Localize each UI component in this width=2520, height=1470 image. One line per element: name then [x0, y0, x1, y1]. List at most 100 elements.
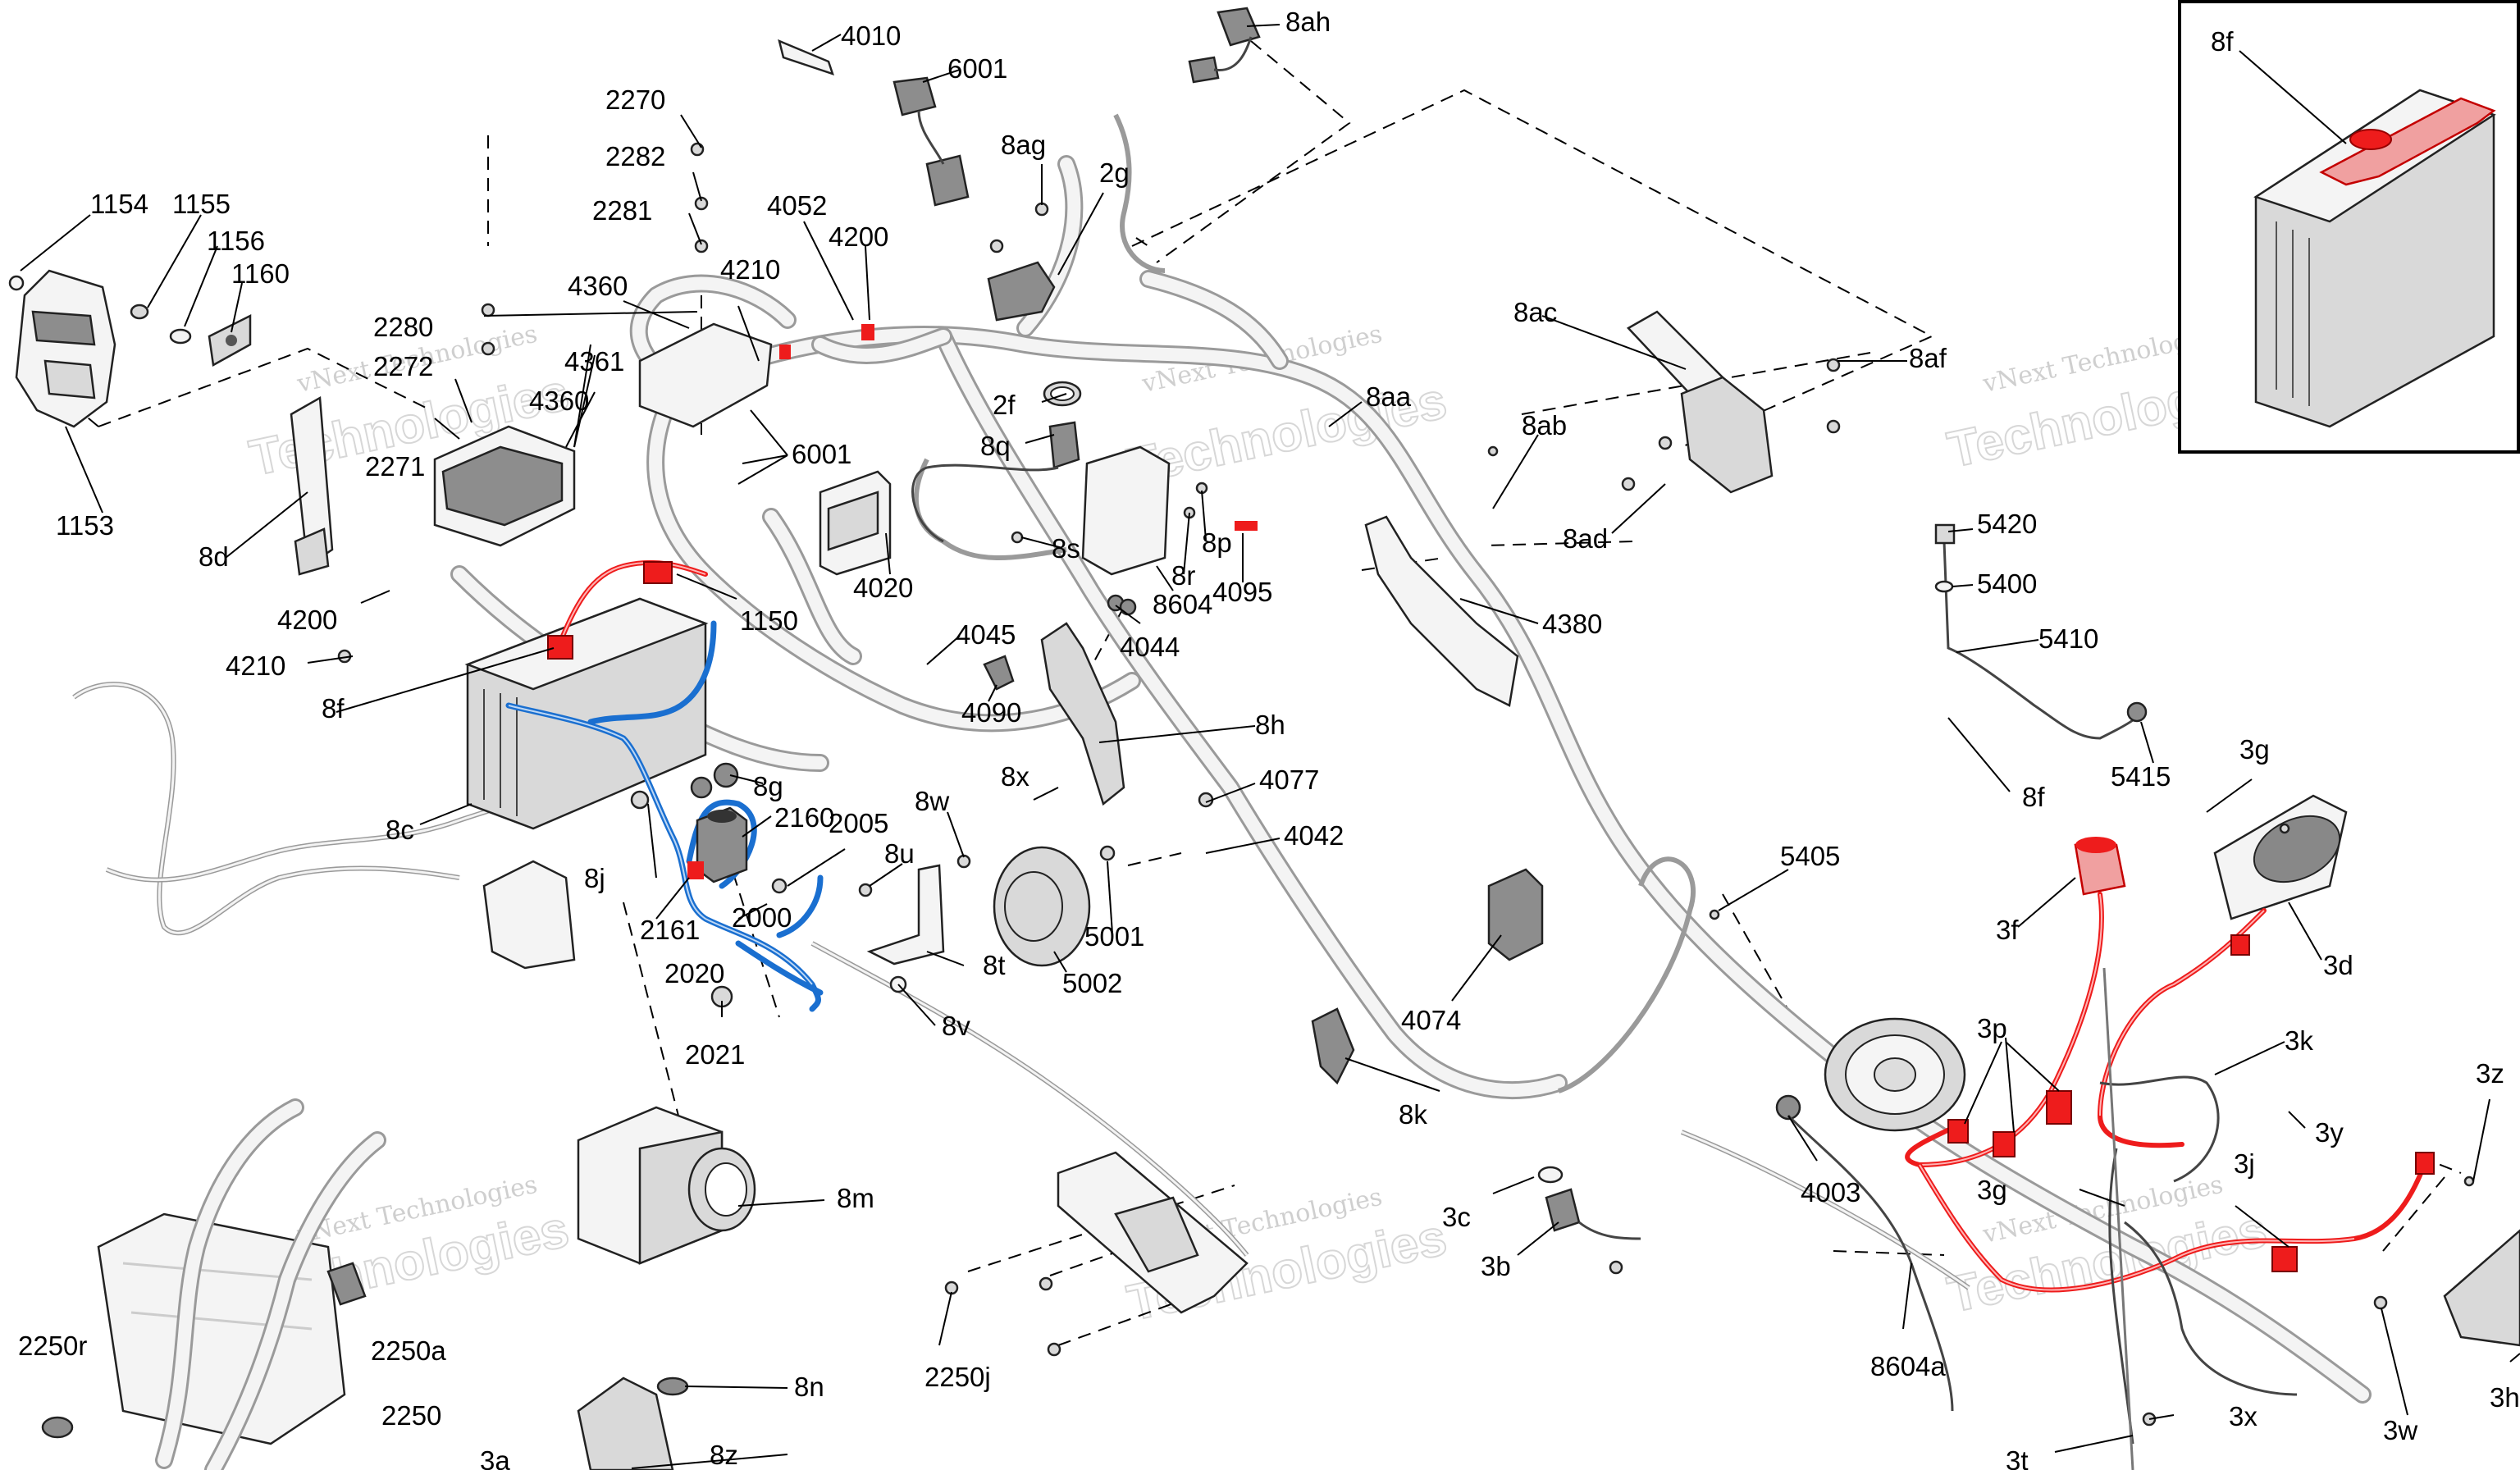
callout-label: 4210 — [720, 254, 780, 285]
callout-label: 8g — [753, 771, 783, 801]
part-8ag-sensor — [987, 261, 1056, 322]
callout-label: 4360 — [568, 271, 628, 301]
callout-label: 2160 — [774, 802, 834, 833]
callout-label: 8j — [584, 863, 605, 893]
callout-labels: 1154 1155 1156 1160 1153 8d 4200 4210 8f… — [18, 7, 2520, 1470]
callout-label: 5001 — [1084, 921, 1144, 952]
callout-label: 5410 — [2038, 623, 2098, 654]
callout-label: 5415 — [2111, 761, 2171, 792]
inset-8f-battery-bracket: 8f — [2178, 0, 2520, 454]
part-5400-sensor — [1934, 523, 2148, 740]
callout-label: 6001 — [947, 53, 1007, 84]
callout-label: 8af — [1909, 343, 1947, 373]
part-8u-bracket — [866, 864, 945, 966]
callout-label: 8f — [2022, 782, 2045, 812]
callout-label: 8ad — [1563, 523, 1608, 554]
callout-label: 3c — [1442, 1202, 1471, 1232]
part-1153-bracket — [15, 269, 116, 428]
callout-label: 3f — [1996, 915, 2019, 945]
callout-label: 2272 — [373, 351, 433, 381]
part-3c-speaker — [1775, 1017, 1966, 1132]
thin-harness-wires — [72, 113, 1970, 1290]
callout-label: 8n — [794, 1372, 824, 1402]
part-8p-ecu — [1081, 445, 1171, 576]
callout-label: 1154 — [90, 189, 148, 219]
callout-label: 1156 — [207, 226, 265, 256]
callout-label: 8c — [386, 815, 414, 845]
callout-label: 8m — [837, 1183, 874, 1213]
callout-label: 4074 — [1401, 1005, 1461, 1035]
callout-label: 2250j — [924, 1362, 991, 1392]
callout-label: 8h — [1255, 710, 1285, 740]
callout-label: 3g — [1977, 1175, 2007, 1205]
callout-label: 3d — [2323, 950, 2353, 980]
callout-label: 3p — [1977, 1013, 2007, 1043]
part-4010-connector — [892, 76, 970, 207]
callout-label: 2270 — [605, 84, 665, 115]
callout-label: 1160 — [231, 258, 290, 289]
callout-label: 8u — [884, 838, 915, 869]
part-8aa-motor — [1627, 310, 1774, 494]
callout-label: 5400 — [1977, 568, 2037, 599]
part-8n-bracket — [577, 1376, 689, 1470]
callout-label: 8w — [915, 786, 949, 816]
part-4090-bracket — [1040, 622, 1125, 806]
part-8ad-bracket — [1364, 515, 1519, 707]
callout-label: 8t — [983, 950, 1006, 980]
callout-label: 8d — [199, 541, 229, 572]
callout-label: 1150 — [740, 605, 798, 636]
callout-label: 4003 — [1801, 1177, 1860, 1208]
callout-label: 8f — [2211, 26, 2234, 57]
red-battery-cables — [547, 324, 1258, 660]
callout-label: 8q — [980, 431, 1011, 461]
callout-label: 3h — [2490, 1382, 2520, 1413]
part-3w-lamp — [2443, 1229, 2520, 1347]
callout-label: 3b — [1481, 1251, 1511, 1281]
part-4020-bracket — [778, 39, 834, 75]
callout-label: 5420 — [1977, 509, 2037, 539]
callout-label: 8604 — [1153, 589, 1212, 619]
callout-label: 3g — [2239, 734, 2270, 765]
callout-label: 5405 — [1780, 841, 1840, 871]
callout-label: 3t — [2006, 1445, 2029, 1470]
callout-label: 5002 — [1062, 968, 1122, 998]
part-left-junction — [482, 860, 576, 970]
callout-label: 4010 — [841, 21, 901, 51]
callout-label: 4360 — [529, 386, 589, 416]
part-1150-module — [819, 470, 892, 576]
callout-label: 8ab — [1522, 410, 1567, 441]
callout-label: 8p — [1202, 527, 1232, 558]
part-3p-connector — [2074, 837, 2126, 896]
callout-label: 3x — [2229, 1401, 2258, 1431]
part-throttle-assembly — [1057, 1151, 1249, 1314]
callout-label: 4380 — [1542, 609, 1602, 639]
callout-label: 2f — [993, 390, 1016, 420]
callout-label: 8v — [942, 1011, 970, 1041]
callout-label: 8k — [1399, 1099, 1427, 1130]
callout-label: 2281 — [592, 195, 652, 226]
callout-label: 2005 — [829, 808, 888, 838]
callout-label: 3a — [480, 1445, 510, 1470]
callout-label: 1153 — [56, 510, 114, 541]
main-wiring-harness — [450, 155, 2372, 1404]
part-8k-abs-module — [577, 1106, 756, 1265]
callout-label: 4077 — [1259, 765, 1319, 795]
part-2f-2g-connector — [911, 381, 1082, 543]
part-4074-clip — [1311, 1007, 1355, 1085]
callout-label: 2000 — [732, 902, 792, 933]
part-1154-screw — [8, 275, 25, 291]
small-fasteners — [337, 142, 2475, 1427]
callout-label: 2161 — [640, 915, 700, 945]
callout-label: 8f — [322, 693, 345, 724]
part-2250-harness — [41, 1098, 386, 1470]
callout-leaders — [20, 24, 2520, 1469]
callout-label: 1155 — [172, 189, 231, 219]
part-4045-clip — [983, 655, 1015, 691]
black-audio-wires — [1787, 967, 2298, 1470]
callout-label: 8aa — [1366, 381, 1412, 412]
callout-label: 3k — [2285, 1025, 2313, 1056]
callout-label: 3w — [2383, 1415, 2417, 1445]
part-1155-1156-1160-hardware — [130, 304, 252, 367]
callout-label: 6001 — [792, 439, 851, 469]
